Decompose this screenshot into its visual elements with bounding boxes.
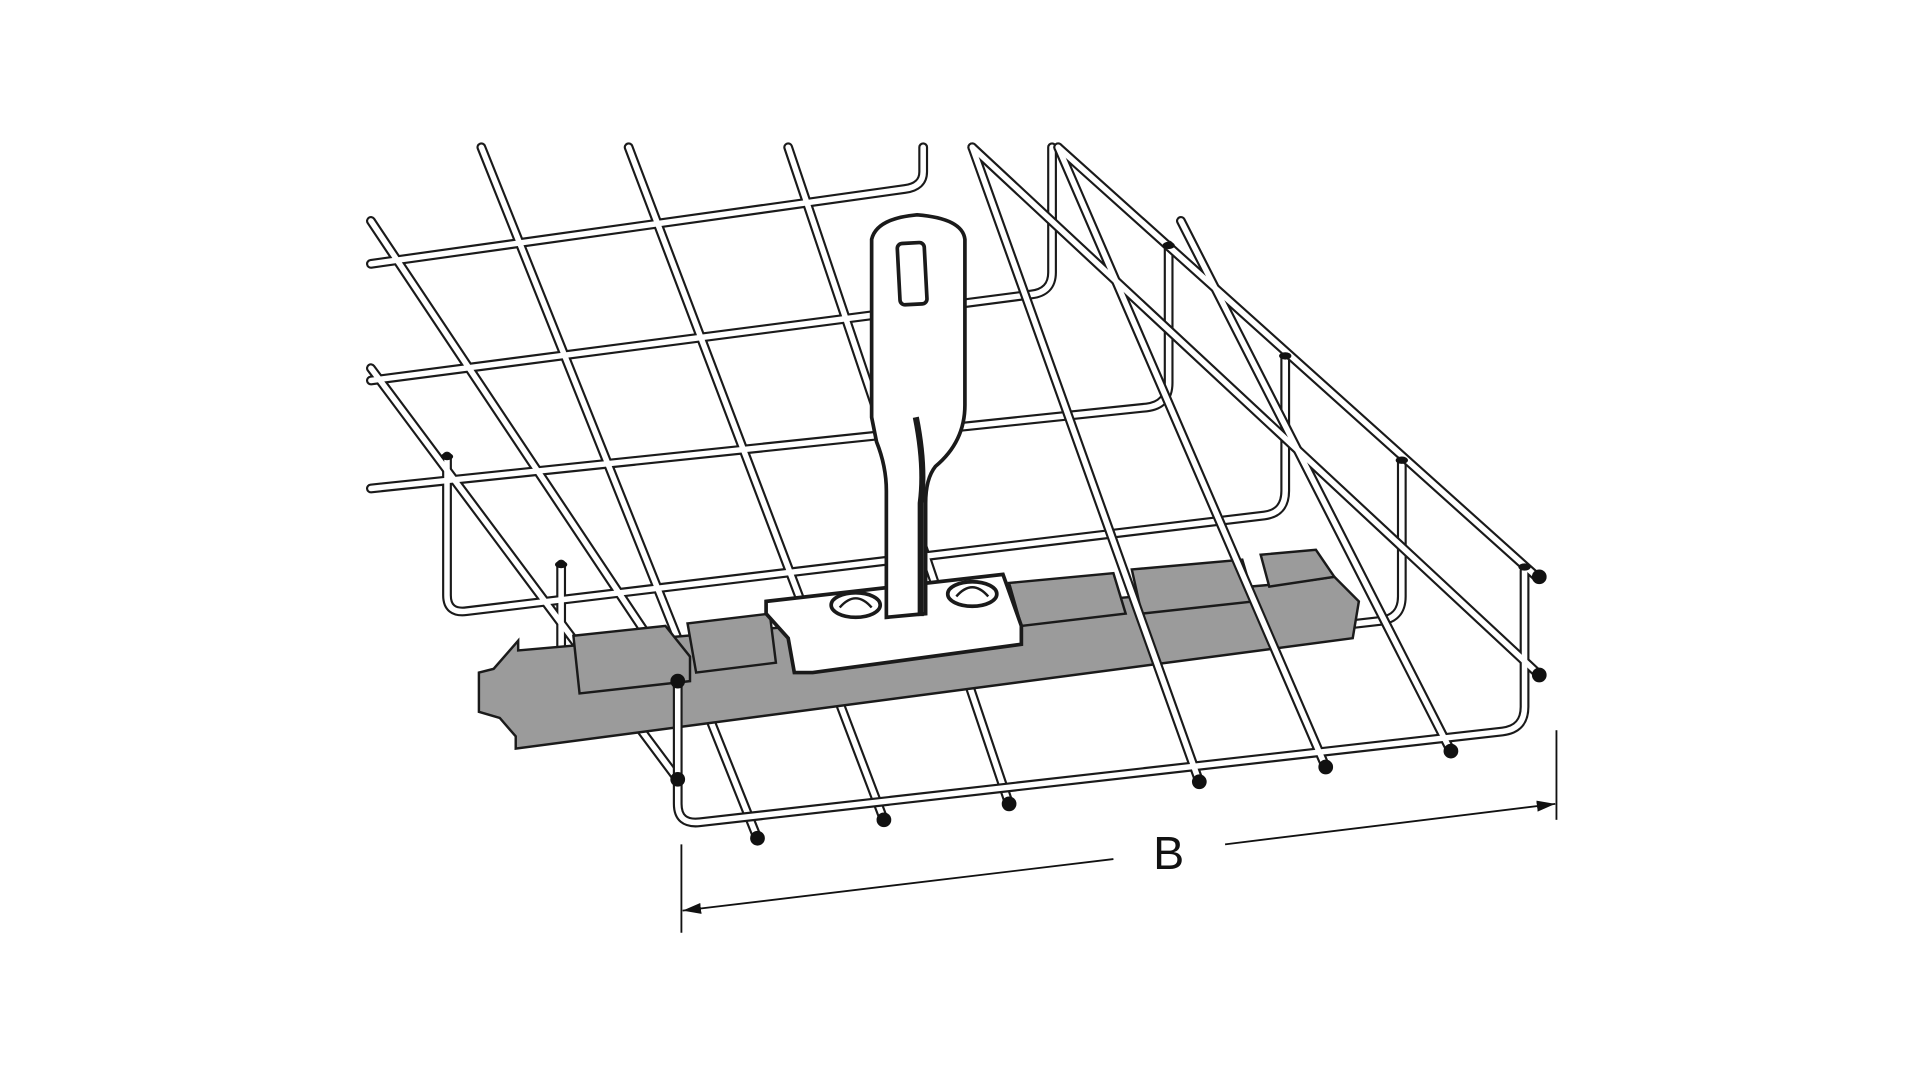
screw-right (945, 579, 999, 609)
hanger-rod (869, 212, 967, 620)
wire-end-dots (440, 241, 1547, 846)
dimension-b (680, 730, 1558, 933)
dimension-label: B (1153, 827, 1184, 879)
plate-1 (572, 624, 692, 695)
wire-mesh-front-fill (674, 144, 1540, 826)
wire-mesh-front (672, 142, 1542, 828)
hanger-bracket (764, 212, 1024, 675)
rod-shadow (912, 416, 926, 617)
dimension-arrow-left (682, 858, 1114, 914)
plate-5 (1259, 548, 1337, 589)
plate-2 (686, 612, 778, 674)
screw-left (829, 590, 883, 620)
rod-slot (895, 240, 929, 307)
dimension-arrow-right (1224, 800, 1556, 846)
